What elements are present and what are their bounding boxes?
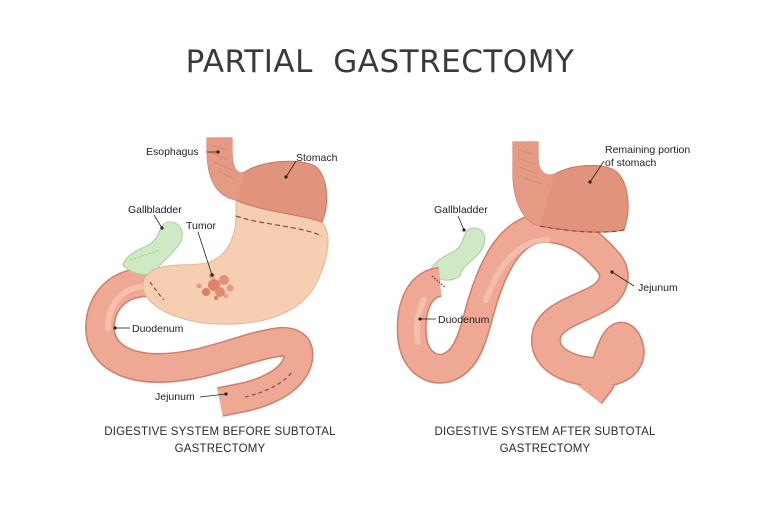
before-leader-dots: [113, 150, 288, 396]
label-gallbladder-before: Gallbladder: [128, 204, 182, 216]
label-tumor: Tumor: [186, 220, 216, 232]
before-diagram: Esophagus Stomach Gallbladder Tumor Duod…: [85, 137, 338, 417]
label-gallbladder-after: Gallbladder: [434, 204, 488, 216]
caption-after: DIGESTIVE SYSTEM AFTER SUBTOTAL GASTRECT…: [395, 424, 695, 458]
label-jejunum-before: Jejunum: [155, 391, 195, 403]
label-remaining-stomach-line1: Remaining portion: [605, 144, 690, 156]
after-stomach: [512, 141, 629, 233]
caption-before: DIGESTIVE SYSTEM BEFORE SUBTOTAL GASTREC…: [70, 424, 370, 458]
before-stomach: [142, 137, 329, 325]
after-diagram: Remaining portion of stomach Gallbladder…: [396, 141, 690, 405]
label-duodenum-after: Duodenum: [438, 314, 490, 326]
before-leader-lines: [115, 151, 297, 398]
label-duodenum-before: Duodenum: [132, 323, 184, 335]
after-gallbladder: [429, 227, 486, 281]
tumor-icon: [196, 273, 234, 300]
after-intestine: [396, 213, 645, 405]
label-jejunum-after: Jejunum: [638, 282, 678, 294]
page-title: PARTIAL GASTRECTOMY: [185, 44, 575, 80]
after-leader-lines: [420, 160, 635, 320]
caption-after-line1: DIGESTIVE SYSTEM AFTER SUBTOTAL: [434, 426, 656, 438]
after-leader-dots: [418, 180, 614, 321]
label-stomach: Stomach: [296, 152, 338, 164]
label-esophagus: Esophagus: [146, 146, 199, 158]
label-remaining-stomach-line2: of stomach: [605, 157, 657, 169]
caption-after-line2: GASTRECTOMY: [499, 443, 591, 455]
caption-before-line1: DIGESTIVE SYSTEM BEFORE SUBTOTAL: [104, 426, 336, 438]
caption-before-line2: GASTRECTOMY: [174, 443, 266, 455]
before-intestine: [85, 267, 314, 417]
